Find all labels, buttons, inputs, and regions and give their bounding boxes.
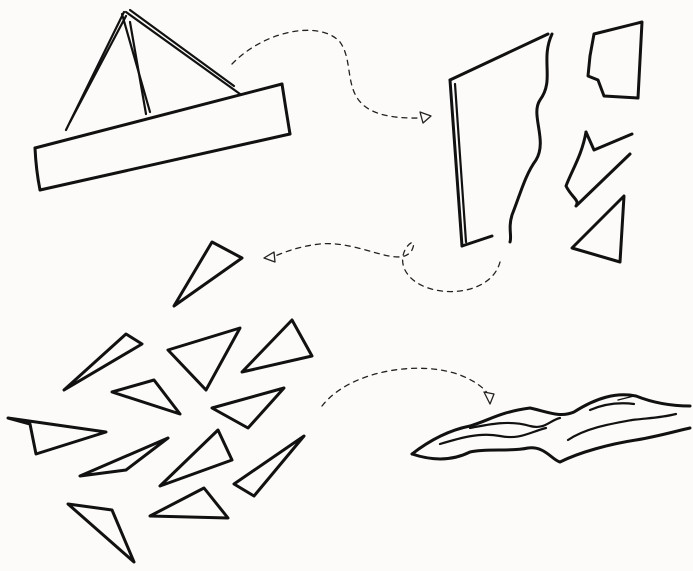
arrow-head-3 — [484, 392, 494, 404]
paper-boat — [35, 10, 290, 190]
boat-hull-bottom — [40, 134, 290, 190]
arrow-head — [420, 112, 431, 123]
triangle-fragments — [8, 242, 312, 562]
triangle-10 — [234, 436, 304, 496]
crumple-bottom-outline — [412, 428, 690, 462]
piece-middle-top — [586, 132, 632, 150]
piece-bottom-triangle — [572, 196, 624, 262]
connector-path-3 — [322, 368, 490, 406]
boat-sail-right-edge — [126, 12, 240, 94]
crumple-top-outline — [412, 395, 690, 454]
unfolded-paper-pieces — [450, 22, 642, 262]
triangle-7 — [8, 418, 106, 454]
boat-mast-2 — [130, 22, 146, 114]
boat-hull-left — [35, 148, 40, 190]
crumple-fold-5 — [618, 396, 634, 400]
connector-unfolded-to-triangles — [264, 243, 500, 292]
triangle-3 — [168, 328, 240, 390]
triangle-1 — [174, 242, 242, 306]
triangle-12 — [150, 488, 228, 518]
triangle-4 — [242, 320, 312, 372]
crumple-fold-4 — [590, 403, 634, 410]
triangle-11 — [68, 504, 134, 562]
triangle-8 — [80, 438, 168, 476]
boat-hull-right — [282, 84, 290, 134]
arrow-head-2 — [264, 252, 275, 262]
boat-sail-left-edge-2 — [70, 16, 126, 122]
triangle-2 — [64, 334, 142, 390]
boat-mast — [122, 14, 150, 112]
piece-middle — [566, 132, 630, 206]
boat-sail-right-edge-2 — [130, 10, 234, 86]
piece-top-right — [588, 22, 642, 98]
connector-path — [232, 30, 420, 118]
crumpled-paper — [412, 395, 690, 462]
connector-boat-to-unfolded — [232, 30, 431, 123]
sheet-top — [450, 34, 548, 80]
connector-path-2 — [275, 243, 500, 292]
crumple-fold-2 — [470, 418, 560, 428]
triangle-9 — [160, 430, 232, 486]
connector-triangles-to-crumpled — [322, 368, 494, 406]
sheet-torn-edge — [510, 34, 552, 242]
triangle-6 — [212, 388, 284, 428]
triangle-5 — [112, 380, 180, 414]
